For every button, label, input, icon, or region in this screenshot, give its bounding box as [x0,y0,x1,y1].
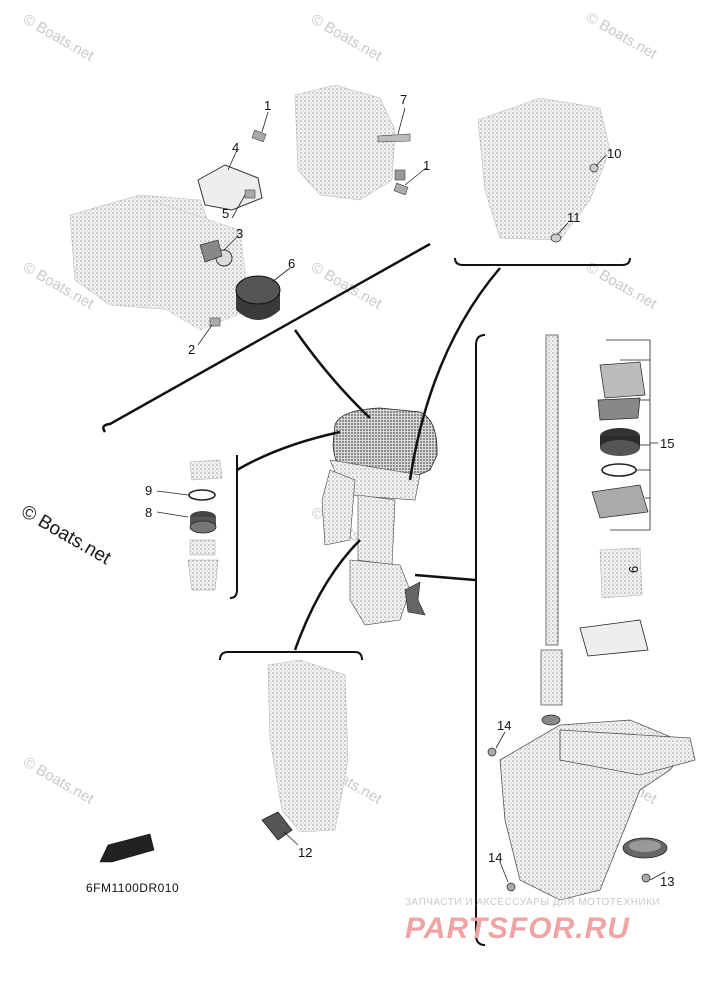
bracket-top-right [454,257,631,266]
motor-clamp [321,469,356,546]
part-spark-plug [377,133,411,143]
callout-label: 3 [236,226,243,241]
crankcase-body [477,97,611,241]
watermark-text: © Boats.net [20,11,97,65]
callout-label: 8 [145,505,152,520]
callout-label: 15 [660,436,674,451]
site-brand-logo: PARTSFOR.RU [405,912,630,945]
part-sleeve [189,539,216,556]
part-drive-shaft [545,334,559,646]
callout-label: 7 [400,92,407,107]
callout-label: 10 [607,146,621,161]
part-thermostat [199,239,223,263]
site-branding: ЗАПЧАСТИ И АКСЕССУАРЫ ДЛЯ МОТОТЕХНИКИ PA… [405,897,660,945]
part-cover [197,164,263,211]
cylinder-block [294,84,396,201]
part-bolt [487,747,497,757]
callout-label: 6 [626,566,641,573]
part-o-ring [188,489,216,501]
part-bracket [394,169,406,181]
powerhead-group: 1 1 2 3 4 5 6 7 [69,84,430,357]
part-pump-gasket [579,619,649,657]
exhaust-group: 12 FWD 6FM1100DR010 [86,651,363,895]
watermark-text: © Boats.net [20,754,97,808]
water-pump-group: 8 9 [145,455,238,599]
part-holder [187,559,219,591]
callout-label: 1 [423,158,430,173]
watermark-text: © Boats.net [308,11,385,65]
part-bearing [541,714,561,726]
callout-label: 5 [222,206,229,221]
part-pump-plate [591,484,649,519]
part-shaft-sleeve [540,649,563,706]
part-plug [209,317,221,327]
callout-label: 9 [145,483,152,498]
part-anode [622,837,668,859]
callout-label: 11 [567,210,581,225]
outboard-motor [321,407,438,626]
callout-label: 4 [232,140,239,155]
callout-label: 12 [298,845,312,860]
part-code: 6FM1100DR010 [86,881,179,895]
site-tagline: ЗАПЧАСТИ И АКСЕССУАРЫ ДЛЯ МОТОТЕХНИКИ [405,897,660,908]
part-pump-o-ring [601,463,637,477]
callout-label: 14 [488,850,502,865]
part-pump-cover [597,397,641,421]
bracket-left-middle [229,455,238,599]
part-small-housing [599,547,643,599]
callout-label: 6 [288,256,295,271]
motor-lower-unit [349,559,411,626]
watermark-main: © Boats.net [18,501,115,569]
callout-15-bracket [606,339,658,531]
part-seal [550,233,562,243]
callout-label: 2 [188,342,195,357]
part-oil-filter [235,275,281,320]
motor-propeller [404,581,426,616]
watermark-text: © Boats.net [583,9,660,63]
motor-leaders [236,267,501,651]
part-housing-top [189,459,223,481]
part-pump-housing [599,361,646,399]
part-screw [641,873,651,883]
callout-label: 14 [497,718,511,733]
callout-label: 13 [660,874,674,889]
bracket-bottom-left [219,651,363,661]
part-seal-assembly [189,511,217,534]
part-exhaust-guide [267,659,349,833]
crankcase-group: 10 11 [477,97,621,243]
block-lower [149,199,251,331]
part-impeller [600,428,640,456]
bracket-top-left [102,242,431,433]
part-anti-cavitation-plate [559,729,696,776]
callout-label: 1 [264,98,271,113]
part-nut [244,189,256,199]
bracket-right [475,334,486,946]
part-bolt [506,882,516,892]
part-bolt [251,129,267,143]
lower-unit-group: 15 6 14 14 13 [475,334,696,946]
watermark-text: © Boats.net [583,259,660,313]
motor-shaft [357,494,396,566]
fwd-arrow-icon: FWD [99,833,155,863]
part-bolt [393,182,409,196]
